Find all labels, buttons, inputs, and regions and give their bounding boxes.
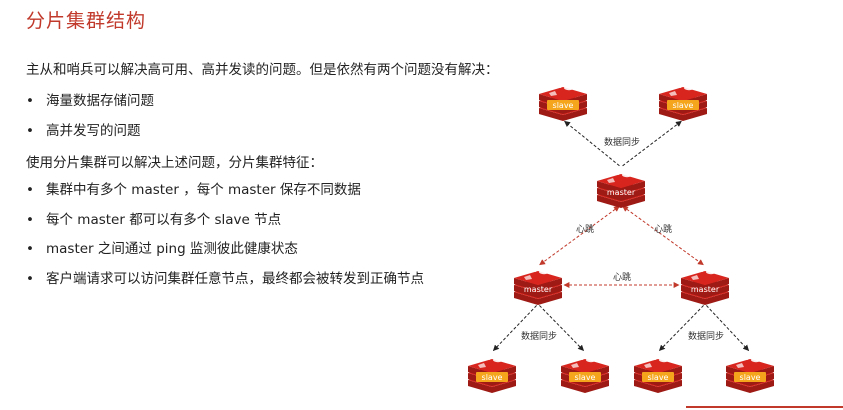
bullet-dot: • <box>26 241 34 257</box>
redis-master-node: master <box>681 268 729 305</box>
sync-label: 数据同步 <box>604 136 640 148</box>
heartbeat-arrow <box>622 205 704 266</box>
redis-master-node: master <box>597 171 645 208</box>
bullet-dot: • <box>26 212 34 228</box>
node-label: master <box>607 188 636 197</box>
bullet-dot: • <box>26 271 34 287</box>
heartbeat-label: 心跳 <box>576 223 594 235</box>
footer-accent-line <box>686 406 843 408</box>
intro-text: 主从和哨兵可以解决高可用、高并发读的问题。但是依然有两个问题没有解决： <box>26 62 499 78</box>
node-label: master <box>524 285 553 294</box>
bullet-dot: • <box>26 93 34 109</box>
bullet-dot: • <box>26 123 34 139</box>
heartbeat-label: 心跳 <box>613 271 631 283</box>
heartbeat-arrow <box>539 205 620 266</box>
feature-text: 集群中有多个 master ，每个 master 保存不同数据 <box>46 182 361 198</box>
page-title: 分片集群结构 <box>26 10 147 32</box>
node-label: slave <box>673 101 694 110</box>
node-label: master <box>691 285 720 294</box>
sync-label: 数据同步 <box>688 330 724 342</box>
redis-slave-node: slave <box>539 84 587 121</box>
node-label: slave <box>575 373 596 382</box>
redis-slave-node: slave <box>634 356 682 393</box>
sync-label: 数据同步 <box>521 330 557 342</box>
feature-item: • 集群中有多个 master ，每个 master 保存不同数据 <box>26 178 361 198</box>
heartbeat-label: 心跳 <box>654 223 672 235</box>
feature-text: 客户端请求可以访问集群任意节点，最终都会被转发到正确节点 <box>46 271 424 287</box>
bullet-dot: • <box>26 182 34 198</box>
feature-item: • master 之间通过 ping 监测彼此健康状态 <box>26 237 298 257</box>
redis-slave-node: slave <box>659 84 707 121</box>
feature-item: • 客户端请求可以访问集群任意节点，最终都会被转发到正确节点 <box>26 267 424 287</box>
sync-arrow <box>658 305 704 351</box>
problem-item: • 高并发写的问题 <box>26 119 141 139</box>
sync-arrow <box>564 120 620 167</box>
problem-text: 高并发写的问题 <box>46 123 141 139</box>
problem-item: • 海量数据存储问题 <box>26 89 154 109</box>
features-intro: 使用分片集群可以解决上述问题，分片集群特征： <box>26 155 323 171</box>
node-label: slave <box>553 101 574 110</box>
feature-item: • 每个 master 都可以有多个 slave 节点 <box>26 208 281 228</box>
redis-slave-node: slave <box>468 356 516 393</box>
problem-text: 海量数据存储问题 <box>46 93 154 109</box>
sync-arrow <box>539 305 585 351</box>
redis-slave-node: slave <box>726 356 774 393</box>
sync-arrow <box>622 120 682 167</box>
redis-slave-node: slave <box>561 356 609 393</box>
feature-text: 每个 master 都可以有多个 slave 节点 <box>46 212 282 228</box>
node-label: slave <box>648 373 669 382</box>
sync-arrow <box>706 305 750 351</box>
feature-text: master 之间通过 ping 监测彼此健康状态 <box>46 241 298 257</box>
sync-arrow <box>492 305 537 351</box>
node-label: slave <box>740 373 761 382</box>
node-label: slave <box>482 373 503 382</box>
redis-master-node: master <box>514 268 562 305</box>
